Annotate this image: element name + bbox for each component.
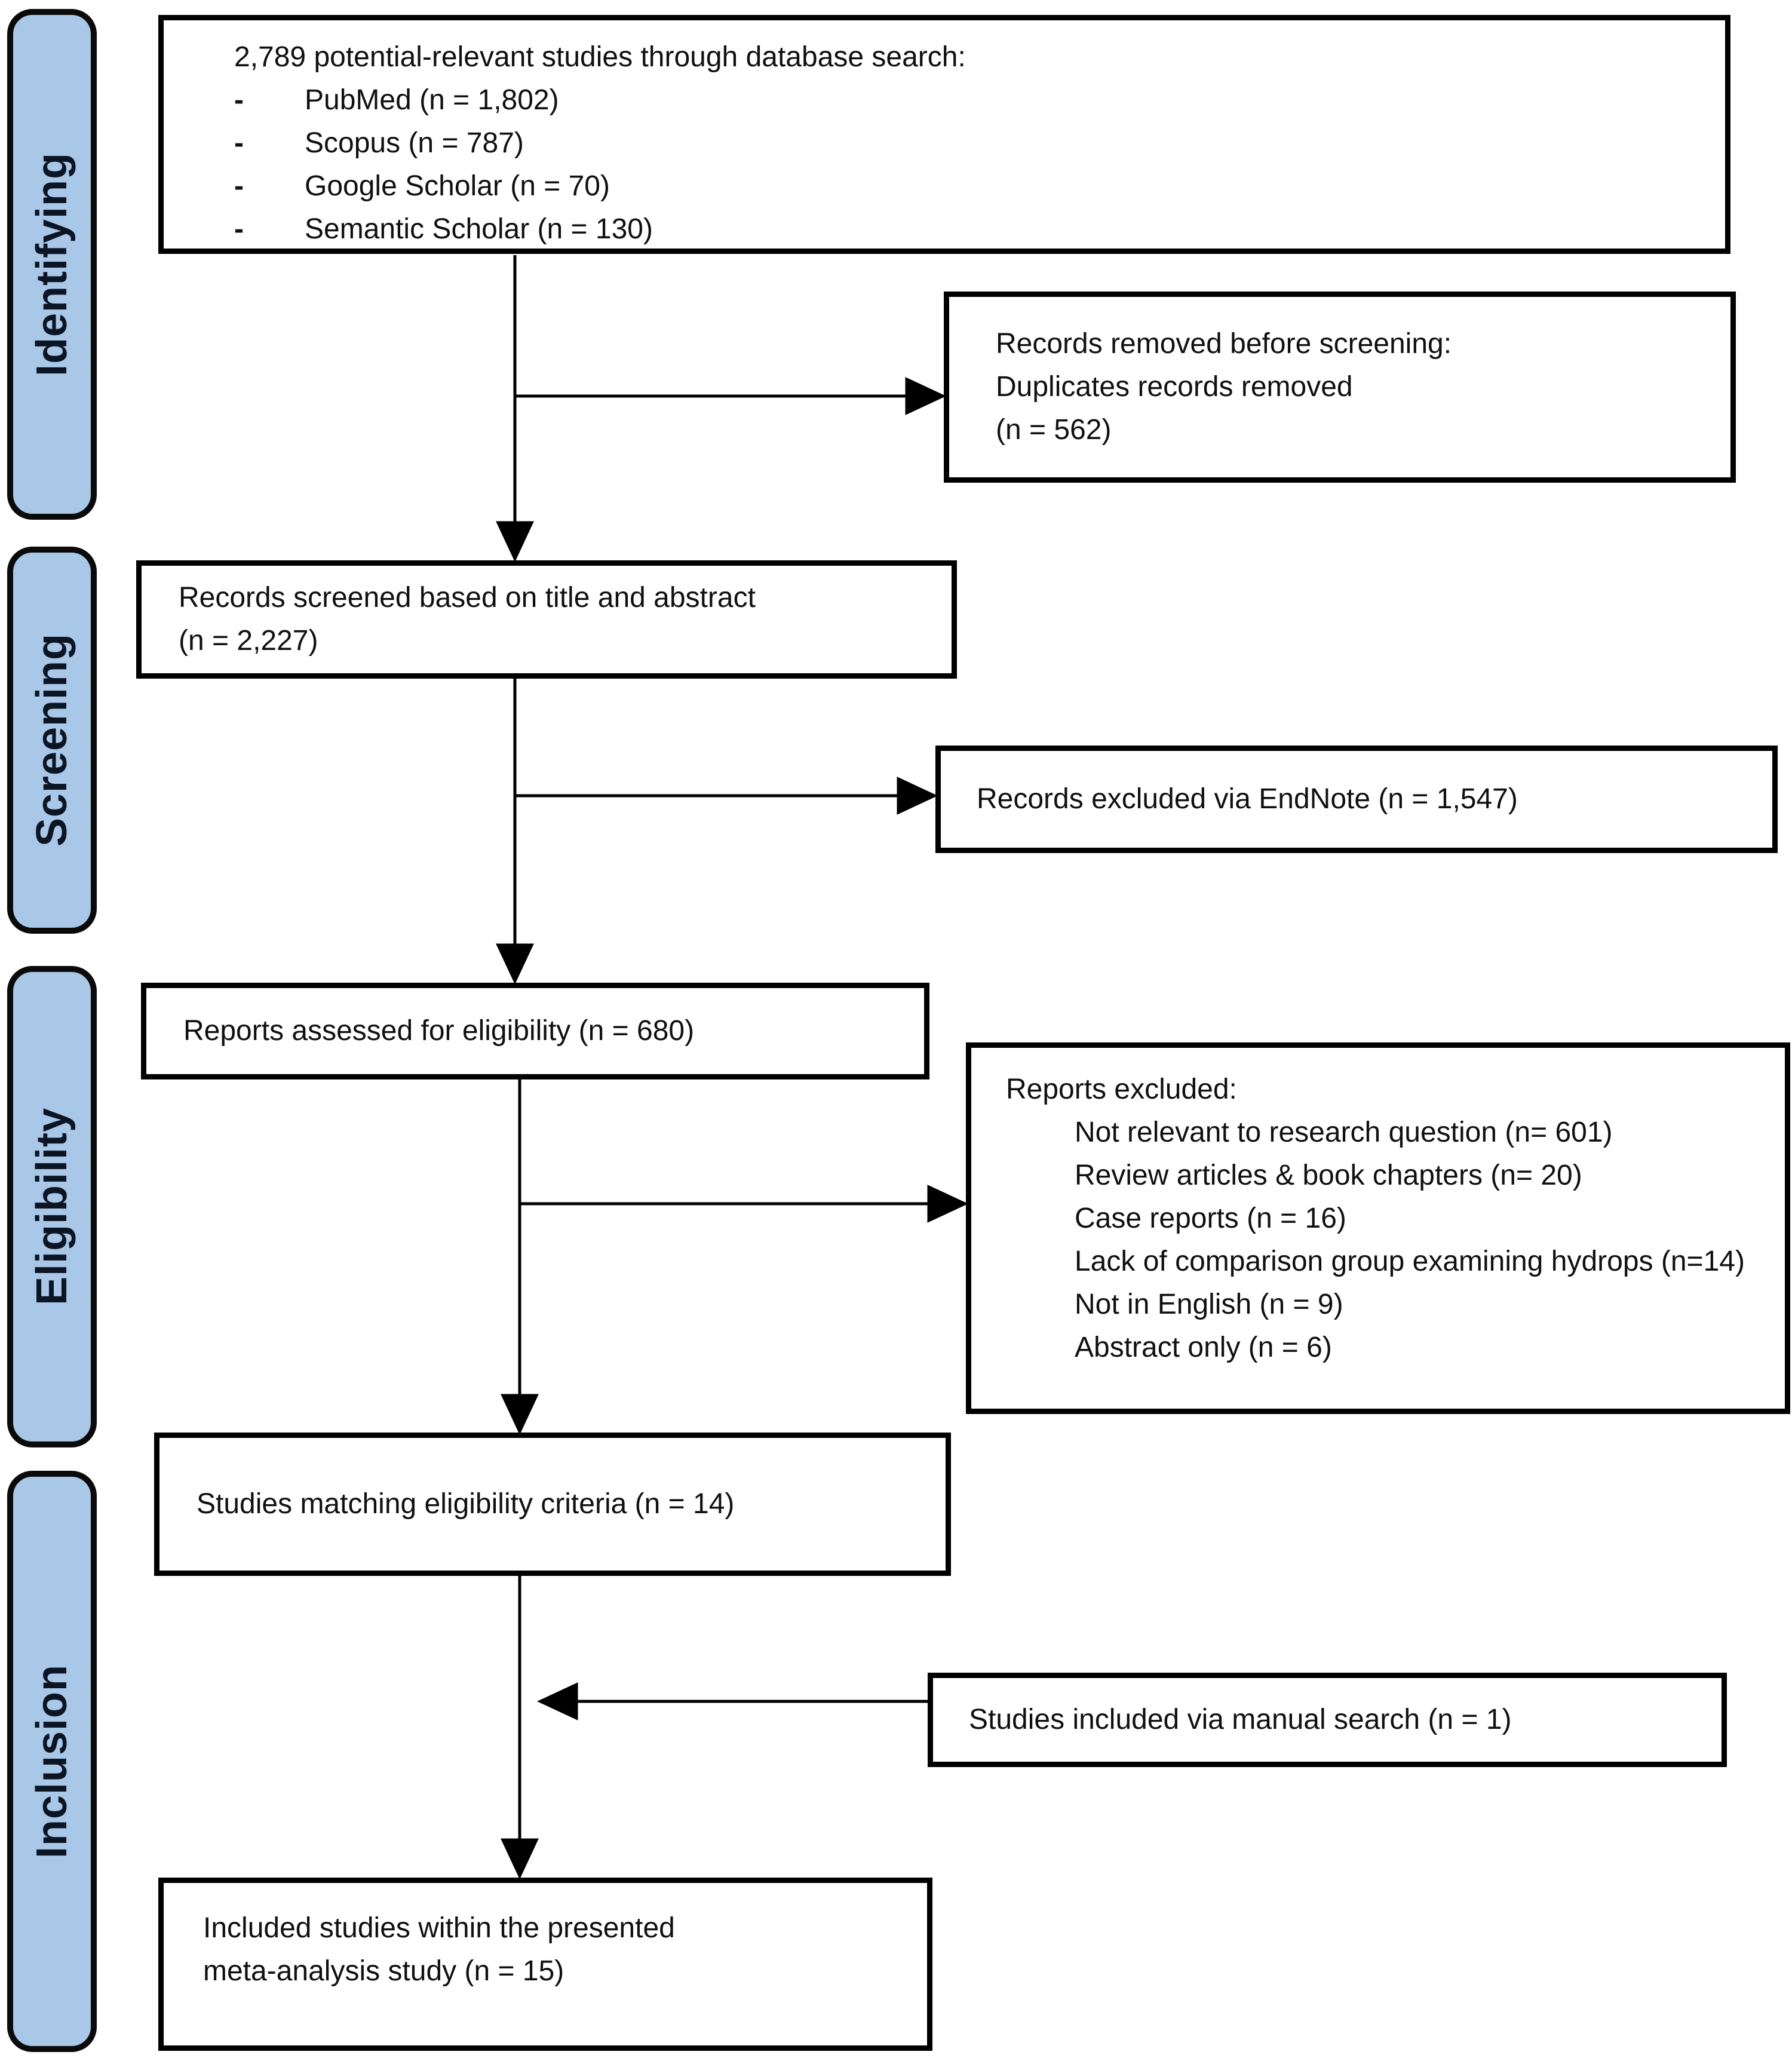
records-screened-line: Records screened based on title and abst… (179, 582, 756, 614)
identification-box: 2,789 potential-relevant studies through… (158, 15, 1730, 254)
studies-matching-text: Studies matching eligibility criteria (n… (197, 1488, 735, 1520)
database-item-text: Scopus (n = 787) (305, 127, 524, 159)
reports-assessed-text: Reports assessed for eligibility (n = 68… (183, 1015, 695, 1047)
studies-matching-box: Studies matching eligibility criteria (n… (154, 1433, 951, 1576)
stage-label-screening: Screening (7, 547, 97, 934)
records-removed-line: Duplicates records removed (996, 371, 1353, 403)
database-item: - Google Scholar (n = 70) (234, 165, 1707, 208)
records-removed-box: Records removed before screening: Duplica… (944, 292, 1736, 483)
dash-bullet: - (234, 170, 244, 202)
records-excluded-text: Records excluded via EndNote (n = 1,547) (977, 783, 1518, 815)
records-excluded-box: Records excluded via EndNote (n = 1,547) (935, 746, 1778, 853)
manual-search-text: Studies included via manual search (n = … (969, 1704, 1512, 1735)
records-screened-line: (n = 2,227) (179, 625, 318, 657)
records-removed-line: Records removed before screening: (996, 328, 1452, 360)
arrow-matching-to-included-head (501, 1838, 539, 1879)
manual-search-box: Studies included via manual search (n = … (928, 1673, 1727, 1767)
arrow-manual-search-to-flow-head (537, 1682, 578, 1720)
identification-title: 2,789 potential-relevant studies through… (234, 41, 966, 73)
stage-label-eligibility: Eligibility (7, 966, 97, 1447)
included-studies-box: Included studies within the presented met… (158, 1878, 932, 2051)
exclusion-reason-item: Not in English (n = 9) (1075, 1289, 1343, 1320)
records-removed-line: (n = 562) (996, 414, 1112, 446)
exclusion-reason-item: Abstract only (n = 6) (1075, 1332, 1332, 1363)
dash-bullet: - (234, 84, 244, 116)
arrow-to-records-removed-head (905, 377, 946, 415)
database-item-text: Semantic Scholar (n = 130) (305, 213, 653, 245)
included-studies-line: Included studies within the presented (203, 1912, 675, 1944)
arrow-to-reports-excluded-head (927, 1185, 968, 1223)
database-list: - PubMed (n = 1,802) - Scopus (n = 787) … (234, 79, 1707, 251)
arrow-assessed-to-matching-head (501, 1394, 539, 1435)
database-item: - PubMed (n = 1,802) (234, 79, 1707, 122)
stage-label-inclusion: Inclusion (7, 1471, 97, 2052)
exclusion-reason-item: Case reports (n = 16) (1075, 1203, 1346, 1234)
exclusion-reason-item: Not relevant to research question (n= 60… (1075, 1117, 1613, 1148)
arrow-screened-to-assessed-head (496, 943, 534, 984)
exclusion-reason-item: Lack of comparison group examining hydro… (1075, 1246, 1745, 1277)
records-screened-box: Records screened based on title and abst… (136, 560, 957, 679)
exclusion-reason-item: Review articles & book chapters (n= 20) (1075, 1160, 1582, 1191)
database-item-text: Google Scholar (n = 70) (305, 170, 610, 202)
database-item: - Semantic Scholar (n = 130) (234, 208, 1707, 251)
included-studies-line: meta-analysis study (n = 15) (203, 1955, 564, 1987)
stage-label-identifying: Identifying (7, 9, 97, 520)
dash-bullet: - (234, 213, 244, 245)
exclusion-reason-list: Not relevant to research question (n= 60… (1006, 1111, 1773, 1369)
database-item: - Scopus (n = 787) (234, 122, 1707, 165)
reports-excluded-title: Reports excluded: (1006, 1074, 1237, 1105)
arrow-identification-to-screening-head (496, 521, 534, 562)
reports-assessed-box: Reports assessed for eligibility (n = 68… (141, 983, 929, 1079)
arrow-to-records-excluded-head (897, 777, 938, 815)
reports-excluded-box: Reports excluded: Not relevant to resear… (966, 1042, 1790, 1414)
dash-bullet: - (234, 127, 244, 159)
database-item-text: PubMed (n = 1,802) (305, 84, 559, 116)
